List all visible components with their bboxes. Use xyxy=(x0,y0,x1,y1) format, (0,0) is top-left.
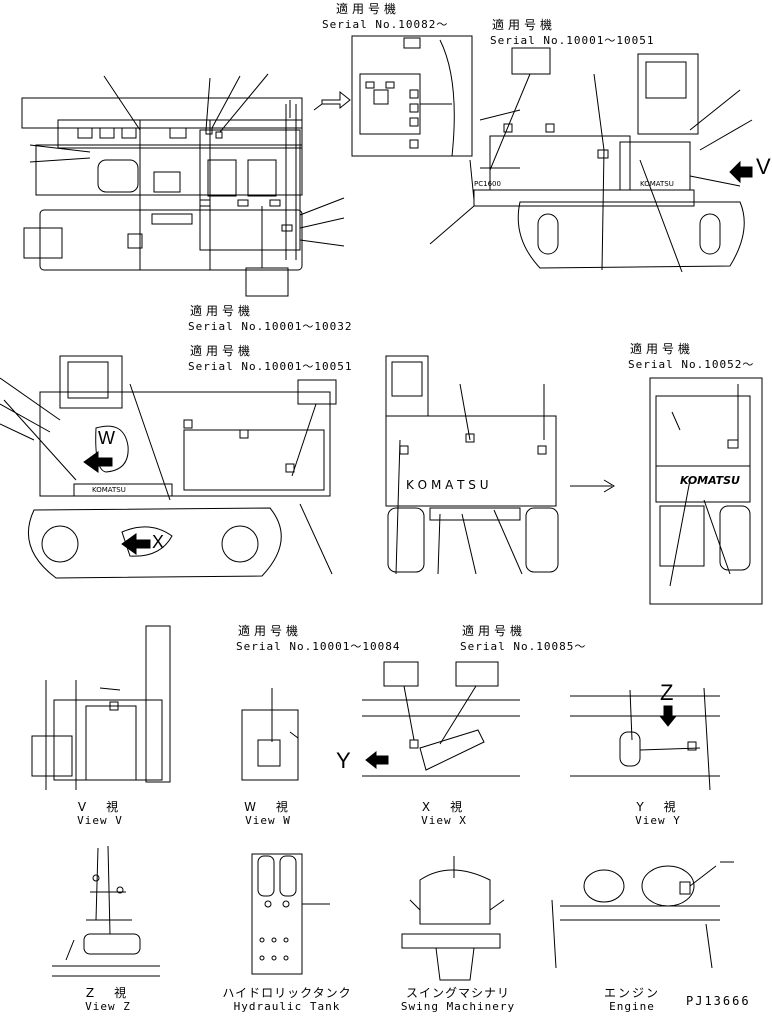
top-view-machine xyxy=(21,73,351,297)
serial-range-4: Serial No.10001～10051 xyxy=(188,360,353,373)
view-marker-x: X xyxy=(152,532,165,552)
caption-hydraulic-tank: ハイドロリックタンク Hydraulic Tank xyxy=(222,986,352,1013)
view-y-drawing xyxy=(570,687,720,791)
serial-range-3: Serial No.10001～10032 xyxy=(188,320,353,333)
serial-range-6: Serial No.10001～10084 xyxy=(236,640,401,653)
serial-jp-1: 適用号機 xyxy=(336,2,401,16)
serial-jp-4: 適用号機 xyxy=(190,344,255,358)
serial-range-5: Serial No.10052～ xyxy=(628,358,755,371)
view-v-drawing xyxy=(31,625,171,790)
rear-view-middle xyxy=(385,355,615,575)
view-marker-z: Z xyxy=(660,680,674,705)
caption-view-x: X 視 View X xyxy=(421,800,467,827)
serial-jp-5: 適用号機 xyxy=(630,342,695,356)
caption-swing-machinery: スイングマシナリ Swing Machinery xyxy=(400,986,516,1013)
view-marker-w: W xyxy=(98,428,115,448)
side-view-middle-left xyxy=(0,355,337,579)
swing-machinery-drawing xyxy=(401,856,505,981)
drawing-code: PJ13666 xyxy=(686,994,751,1008)
caption-view-v: V 視 View V xyxy=(77,800,123,827)
serial-range-2: Serial No.10001～10051 xyxy=(490,34,655,47)
model-label: PC1600 xyxy=(474,180,501,188)
serial-range-7: Serial No.10085～ xyxy=(460,640,587,653)
brand-side-top: KOMATSU xyxy=(640,180,674,188)
caption-engine: エンジン Engine xyxy=(603,986,660,1013)
view-z-drawing xyxy=(52,845,160,977)
caption-view-w: W 視 View W xyxy=(244,800,292,827)
hydraulic-tank-drawing xyxy=(251,853,330,975)
serial-jp-2: 適用号機 xyxy=(492,18,557,32)
caption-view-z: Z 視 View Z xyxy=(85,986,131,1013)
view-x-drawing xyxy=(362,661,520,777)
rear-detail-box xyxy=(649,377,763,605)
view-marker-v: V xyxy=(756,154,771,179)
engine-drawing xyxy=(551,861,734,969)
serial-jp-7: 適用号機 xyxy=(462,624,527,638)
brand-side-middle: KOMATSU xyxy=(92,486,126,494)
brand-rear-new: KOMATSU xyxy=(680,474,740,487)
detail-box-top xyxy=(351,35,473,157)
serial-jp-6: 適用号機 xyxy=(238,624,303,638)
view-w-drawing xyxy=(241,688,299,781)
brand-rear: K O M A T S U xyxy=(406,478,489,492)
serial-jp-3: 適用号機 xyxy=(190,304,255,318)
caption-view-y: Y 視 View Y xyxy=(635,800,681,827)
serial-range-1: Serial No.10082～ xyxy=(322,18,449,31)
view-marker-y: Y xyxy=(336,748,351,773)
side-view-top-right xyxy=(429,47,753,273)
